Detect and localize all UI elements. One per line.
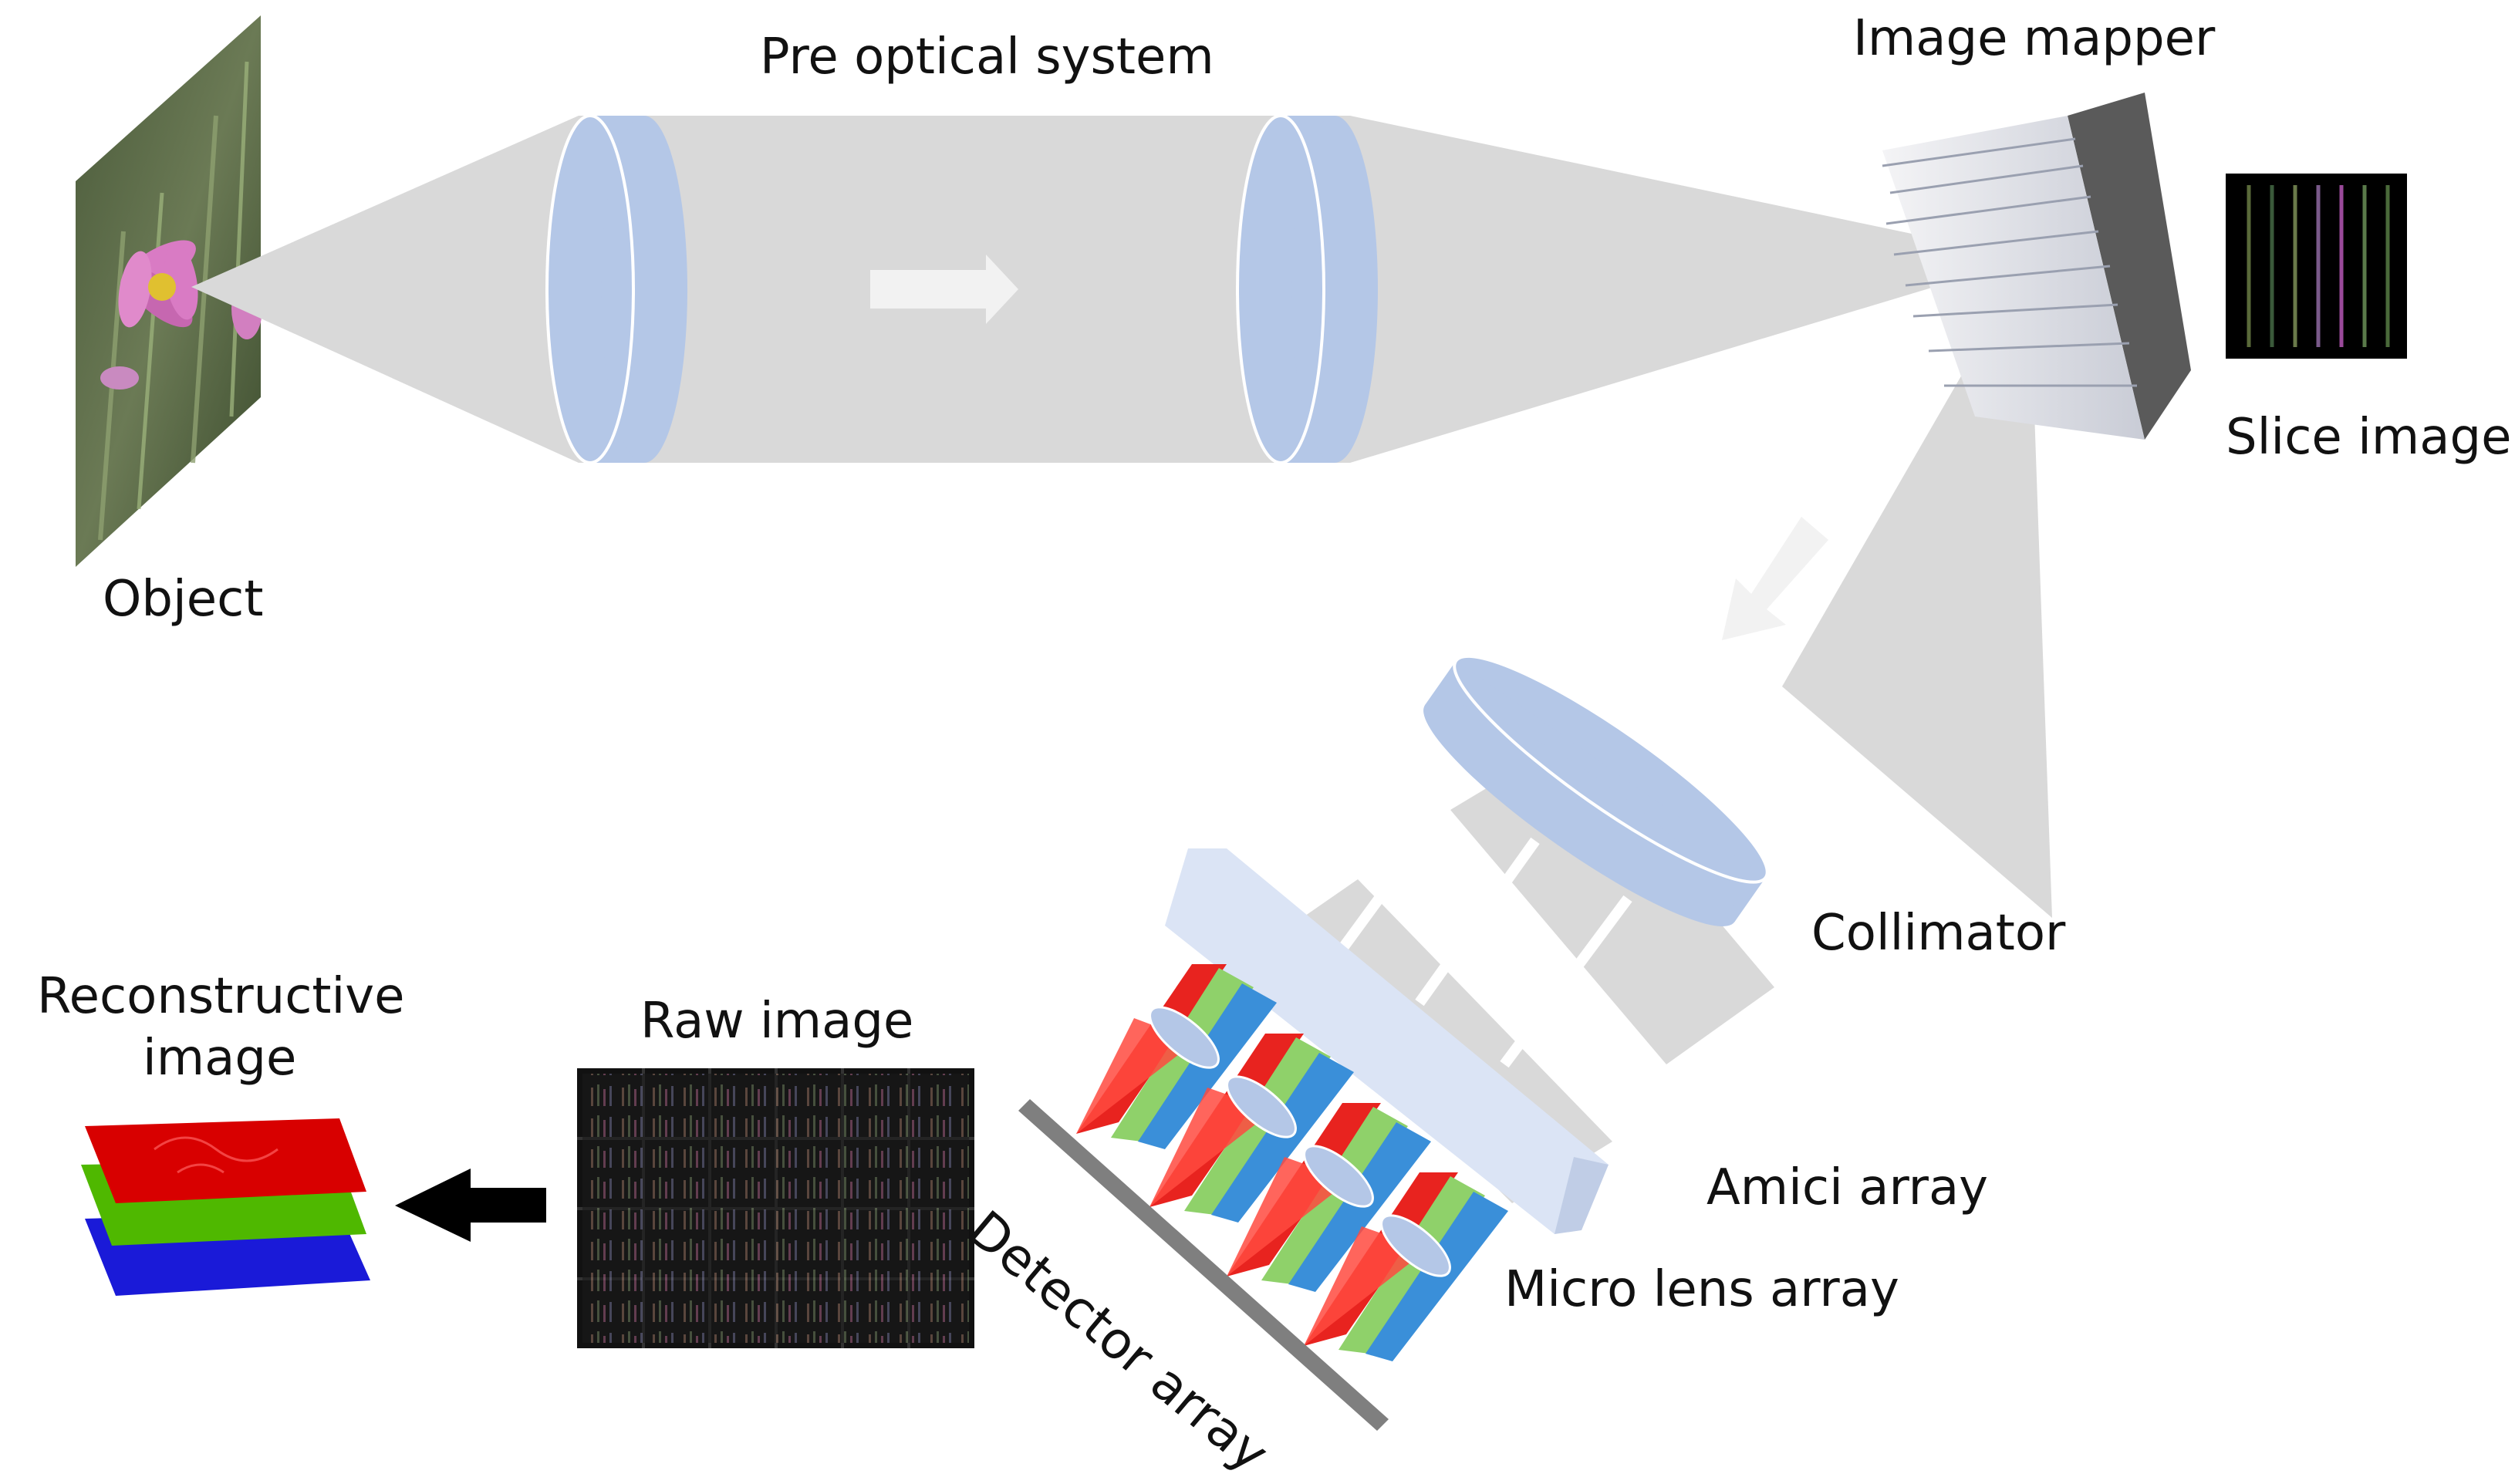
reconstructive-image-label-line2: image (143, 1030, 297, 1087)
amici-array-label: Amici array (1706, 1159, 1989, 1216)
pre-optical-system-label: Pre optical system (760, 29, 1214, 86)
left-arrow-icon (395, 1169, 546, 1242)
raw-image-label: Raw image (640, 993, 914, 1050)
collimator-label: Collimator (1811, 905, 2066, 962)
object-image (76, 15, 262, 567)
detector-array (1018, 1099, 1389, 1431)
beam-separators (1338, 787, 1632, 1068)
spectral-unit-4 (1304, 1172, 1508, 1361)
pre-optical-lens-2 (1236, 114, 1378, 464)
right-arrow-icon (870, 255, 1018, 324)
reconstructive-image (81, 1118, 370, 1296)
flower-icon (100, 240, 262, 390)
collimator-lens (1423, 654, 1769, 926)
pre-optical-lens-1 (545, 114, 687, 464)
light-beam (191, 116, 2052, 1203)
slice-image (2226, 174, 2407, 359)
amici-array (1165, 848, 1609, 1234)
micro-lens-array-label: Micro lens array (1504, 1261, 1899, 1318)
reconstructive-image-label-line1: Reconstructive (37, 968, 405, 1025)
image-mapper (1882, 93, 2191, 440)
micro-lens-array (1149, 1006, 1451, 1277)
slice-image-label: Slice image (2226, 409, 2512, 466)
image-mapper-label: Image mapper (1853, 10, 2216, 67)
down-left-arrow-icon (1722, 517, 1828, 640)
raw-image (577, 1068, 974, 1348)
object-label: Object (103, 571, 264, 628)
